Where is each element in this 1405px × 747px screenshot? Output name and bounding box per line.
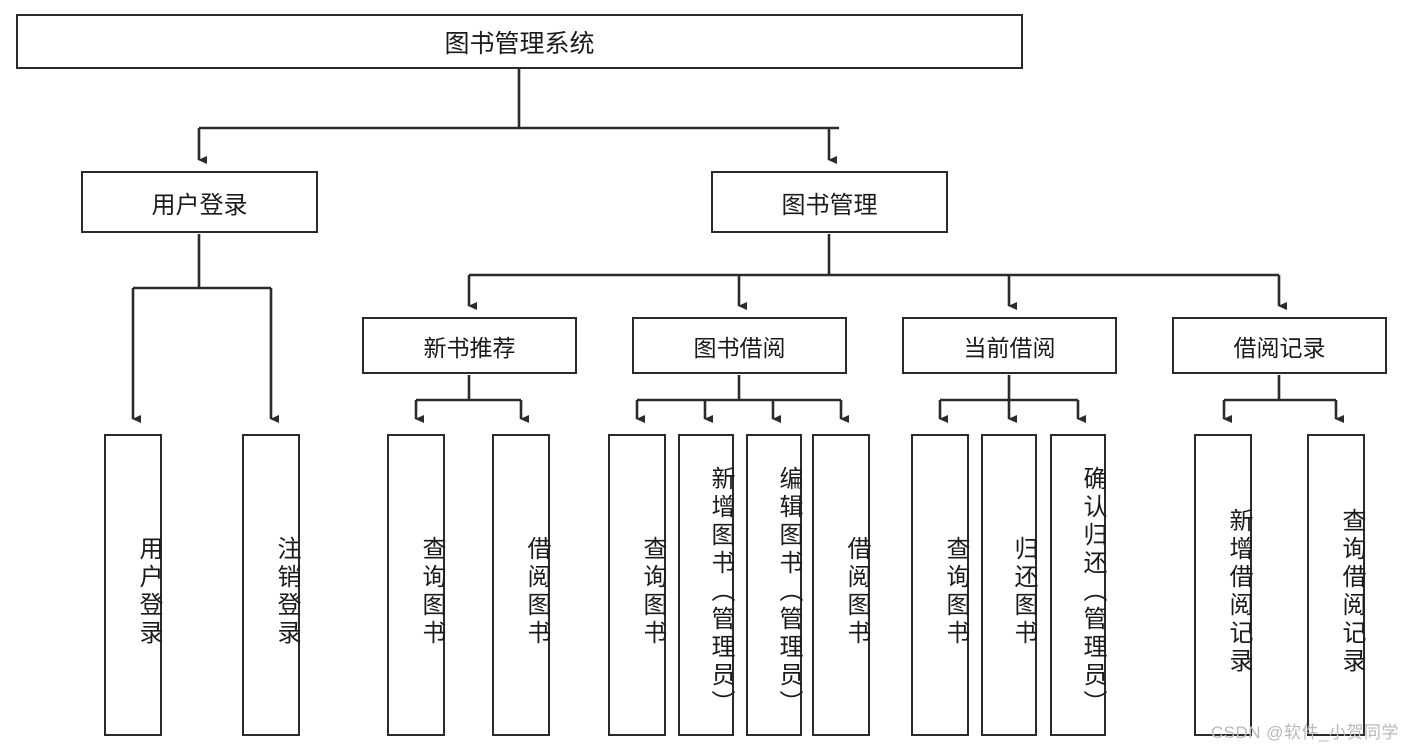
node-current-borrow-label: 当前借阅	[963, 334, 1056, 361]
node-borrow-record[interactable]: 借阅记录	[1172, 317, 1387, 374]
leaf-new-book-borrow[interactable]: 借阅图书	[492, 434, 550, 736]
leaf-book-borrow-borrow[interactable]: 借阅图书	[812, 434, 870, 736]
leaf-borrow-record-query[interactable]: 查询借阅记录	[1307, 434, 1365, 736]
node-user-login[interactable]: 用户登录	[81, 171, 318, 233]
node-new-book-recommend-label: 新书推荐	[423, 334, 516, 361]
leaf-label: 注销登录	[273, 536, 300, 648]
node-new-book-recommend[interactable]: 新书推荐	[362, 317, 577, 374]
node-user-login-label: 用户登录	[151, 191, 248, 219]
node-book-management[interactable]: 图书管理	[711, 171, 948, 233]
node-book-borrow-label: 图书借阅	[693, 334, 786, 361]
leaf-label: 查询图书	[639, 536, 666, 648]
leaf-current-borrow-query[interactable]: 查询图书	[911, 434, 969, 736]
leaf-label: 新增借阅记录	[1225, 508, 1252, 676]
leaf-label: 编辑图书（管理员）	[775, 466, 802, 718]
leaf-label: 借阅图书	[523, 536, 550, 648]
leaf-borrow-record-add[interactable]: 新增借阅记录	[1194, 434, 1252, 736]
leaf-book-borrow-query[interactable]: 查询图书	[608, 434, 666, 736]
leaf-label: 归还图书	[1010, 536, 1037, 648]
leaf-user-login-login[interactable]: 用户登录	[104, 434, 162, 736]
node-book-borrow[interactable]: 图书借阅	[632, 317, 847, 374]
leaf-user-login-logout[interactable]: 注销登录	[242, 434, 300, 736]
node-root-label: 图书管理系统	[444, 29, 595, 58]
leaf-current-borrow-confirm[interactable]: 确认归还（管理员）	[1050, 434, 1106, 736]
leaf-label: 查询借阅记录	[1338, 508, 1365, 676]
node-borrow-record-label: 借阅记录	[1233, 334, 1326, 361]
leaf-label: 新增图书（管理员）	[707, 466, 734, 718]
leaf-label: 确认归还（管理员）	[1079, 466, 1106, 718]
node-root[interactable]: 图书管理系统	[16, 14, 1023, 69]
node-current-borrow[interactable]: 当前借阅	[902, 317, 1117, 374]
leaf-label: 借阅图书	[843, 536, 870, 648]
leaf-current-borrow-return[interactable]: 归还图书	[981, 434, 1037, 736]
leaf-book-borrow-edit[interactable]: 编辑图书（管理员）	[746, 434, 802, 736]
leaf-book-borrow-add[interactable]: 新增图书（管理员）	[678, 434, 734, 736]
leaf-new-book-query[interactable]: 查询图书	[387, 434, 445, 736]
leaf-label: 查询图书	[942, 536, 969, 648]
leaf-label: 用户登录	[135, 536, 162, 648]
leaf-label: 查询图书	[418, 536, 445, 648]
node-book-management-label: 图书管理	[781, 191, 878, 219]
